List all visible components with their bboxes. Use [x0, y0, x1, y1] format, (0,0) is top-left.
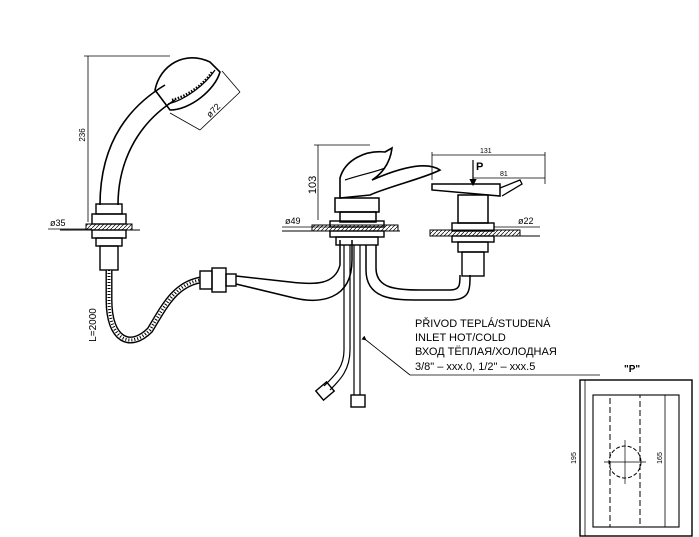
inlet-line-3: ВХОД ТЁПЛАЯ/ХОЛОДНАЯ [415, 346, 557, 358]
inlet-line-4: 3/8" – xxx.0, 1/2" – xxx.5 [415, 361, 535, 373]
dim-81-text: 81 [500, 171, 508, 178]
hand-shower [60, 57, 221, 271]
view-p-title: "P" [624, 364, 640, 375]
view-p: "P" 195 165 [571, 364, 693, 537]
dim-22-text: ø22 [518, 216, 534, 226]
hose-length-text: L=2000 [88, 308, 99, 342]
dimension-236: 236 [78, 55, 170, 222]
dimension-131: 131 [431, 148, 546, 184]
right-valve [429, 179, 540, 277]
dimension-35: ø35 [48, 218, 92, 230]
inlet-annotation: PŘIVOD TEPLÁ/STUDENÁ INLET HOT/COLD ВХОД… [361, 317, 600, 376]
mixer-body [282, 146, 442, 408]
dimension-103: 103 [307, 144, 370, 220]
dimension-81: 81 [473, 171, 545, 179]
view-p-indicator: P [469, 160, 483, 187]
dim-35-text: ø35 [50, 218, 66, 228]
dim-195-text: 195 [571, 452, 578, 464]
pipe-right [365, 245, 471, 301]
flexible-hose [105, 267, 237, 344]
inlet-line-1: PŘIVOD TEPLÁ/STUDENÁ [415, 317, 551, 330]
dim-236-text: 236 [78, 128, 87, 142]
pipe-left [235, 240, 353, 301]
inlet-line-2: INLET HOT/COLD [415, 332, 506, 344]
dim-165-text: 165 [657, 452, 664, 464]
dimension-22: ø22 [494, 216, 540, 228]
dimension-49: ø49 [282, 216, 330, 228]
dim-103-text: 103 [307, 176, 319, 194]
dim-72-text: ø72 [204, 101, 222, 119]
view-p-marker: P [476, 161, 483, 173]
dim-131-text: 131 [480, 148, 492, 155]
dim-49-text: ø49 [285, 216, 301, 226]
